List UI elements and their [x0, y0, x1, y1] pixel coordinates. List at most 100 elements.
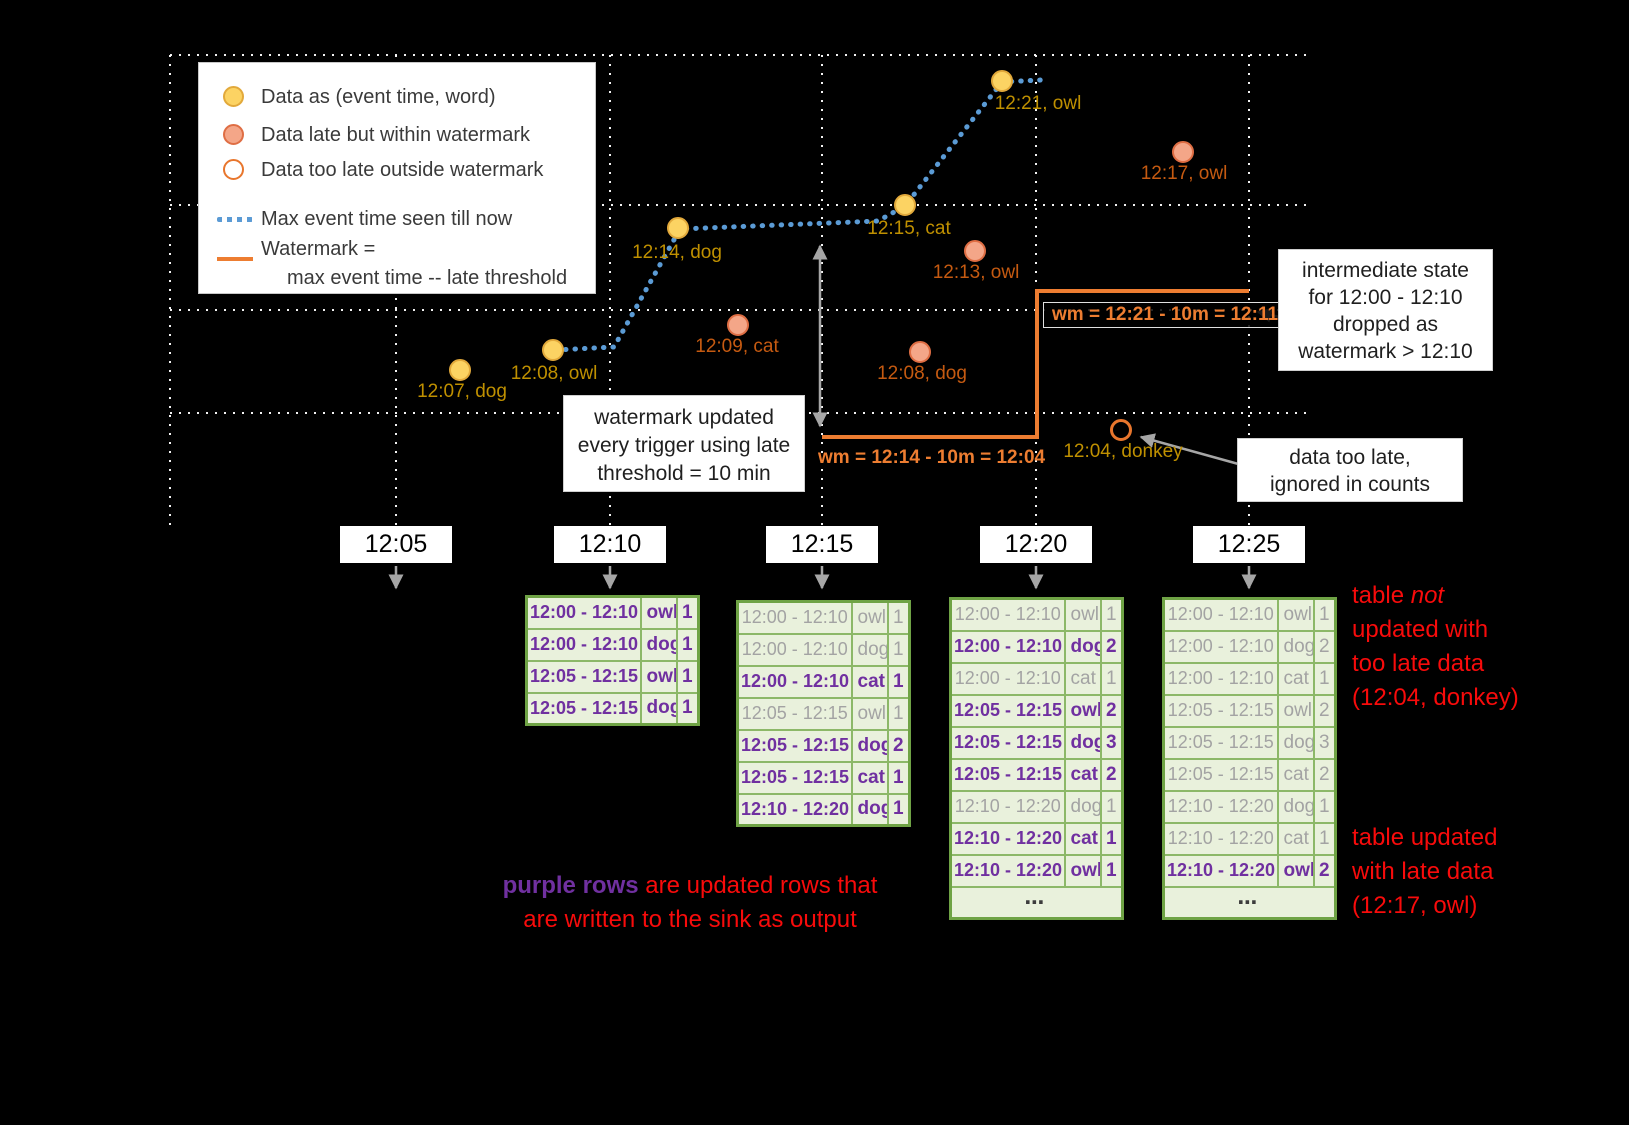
gridline-vertical	[169, 55, 171, 525]
window-cell: 12:10 - 12:20	[1162, 789, 1279, 824]
count-cell: 1	[1312, 661, 1337, 696]
data-point-ontime	[449, 359, 471, 381]
count-cell: 1	[886, 696, 911, 731]
callout-line: watermark > 12:10	[1298, 340, 1473, 363]
window-cell: 12:05 - 12:15	[525, 691, 642, 726]
count-cell: 1	[886, 760, 911, 795]
window-cell: 12:00 - 12:10	[949, 661, 1066, 696]
count-cell: 2	[1099, 629, 1124, 664]
callout-line: threshold = 10 min	[597, 462, 771, 485]
callout-watermark-updated: watermark updated every trigger using la…	[563, 395, 805, 492]
count-cell: 1	[675, 691, 700, 726]
callout-intermediate-state: intermediate state for 12:00 - 12:10 dro…	[1278, 249, 1493, 371]
word-cell: dog	[639, 691, 678, 726]
count-cell: 2	[1312, 629, 1337, 664]
count-cell: 1	[886, 632, 911, 667]
word-cell: owl	[850, 600, 889, 635]
window-cell: 12:00 - 12:10	[1162, 597, 1279, 632]
word-cell: dog	[1063, 629, 1102, 664]
table-row: 12:05 - 12:15dog1	[525, 691, 700, 726]
legend-item-too-late: Data too late outside watermark	[199, 156, 595, 186]
window-cell: 12:10 - 12:20	[1162, 821, 1279, 856]
word-cell: cat	[1276, 757, 1315, 792]
count-cell: 1	[675, 595, 700, 630]
trigger-time-box-1205: 12:05	[340, 526, 452, 563]
table-row: ⋯	[1162, 885, 1337, 920]
word-cell: dog	[1063, 789, 1102, 824]
trigger-time-box-1220: 12:20	[980, 526, 1092, 563]
count-cell: 1	[675, 627, 700, 662]
note-line: too late data	[1352, 650, 1485, 677]
legend-label: Data too late outside watermark	[261, 159, 544, 181]
count-cell: 1	[1312, 789, 1337, 824]
window-cell: 12:05 - 12:15	[1162, 757, 1279, 792]
word-cell: dog	[850, 728, 889, 763]
word-cell: dog	[1063, 725, 1102, 760]
watermark-line-icon	[217, 257, 253, 261]
trigger-time-box-1215: 12:15	[766, 526, 878, 563]
callout-line: every trigger using late	[577, 434, 791, 457]
window-cell: 12:00 - 12:10	[525, 627, 642, 662]
window-cell: 12:05 - 12:15	[736, 696, 853, 731]
gridline-horizontal	[170, 54, 1312, 56]
note-line: with late data	[1352, 858, 1494, 885]
word-cell: dog	[850, 792, 889, 827]
data-point-label: 12:08, owl	[510, 363, 598, 384]
max-event-time-line-icon	[217, 217, 253, 222]
count-cell: 1	[1099, 853, 1124, 888]
count-cell: 1	[886, 600, 911, 635]
legend-label: Watermark =	[261, 238, 376, 260]
count-cell: 1	[1099, 661, 1124, 696]
legend-label: Data late but within watermark	[261, 124, 531, 146]
table-row: ⋯	[949, 885, 1124, 920]
window-cell: 12:05 - 12:15	[525, 659, 642, 694]
window-cell: 12:10 - 12:20	[736, 792, 853, 827]
too-late-dot-icon	[223, 159, 244, 180]
word-cell: dog	[850, 632, 889, 667]
count-cell: 1	[1099, 789, 1124, 824]
legend-item-watermark: Watermark = max event time -- late thres…	[199, 235, 595, 297]
count-cell: 1	[675, 659, 700, 694]
word-cell: cat	[850, 664, 889, 699]
table-row: 12:05 - 12:15dog2	[736, 728, 911, 763]
word-cell: owl	[1276, 597, 1315, 632]
callout-line: watermark updated	[594, 406, 774, 429]
callout-line: ignored in counts	[1270, 473, 1430, 496]
count-cell: 1	[886, 792, 911, 827]
word-cell: owl	[1063, 597, 1102, 632]
window-cell: 12:00 - 12:10	[736, 664, 853, 699]
legend-item-max-event-time: Max event time seen till now	[199, 205, 595, 235]
window-cell: 12:00 - 12:10	[949, 629, 1066, 664]
count-cell: 1	[1312, 821, 1337, 856]
legend-label: Data as (event time, word)	[261, 86, 496, 108]
late-dot-icon	[223, 124, 244, 145]
window-cell: 12:10 - 12:20	[949, 789, 1066, 824]
count-cell: 1	[1312, 597, 1337, 632]
note-line: (12:17, owl)	[1352, 892, 1478, 919]
note-not-updated-too-late: table not updated with too late data (12…	[1352, 579, 1562, 715]
word-cell: owl	[850, 696, 889, 731]
window-cell: 12:00 - 12:10	[736, 600, 853, 635]
window-cell: 12:10 - 12:20	[1162, 853, 1279, 888]
data-point-late	[1172, 141, 1194, 163]
note-line: updated with	[1352, 616, 1489, 643]
watermark-formula-1215: wm = 12:14 - 10m = 12:04	[818, 447, 1046, 468]
legend-label: Max event time seen till now	[261, 208, 513, 230]
legend: Data as (event time, word) Data late but…	[198, 62, 596, 294]
word-cell: owl	[639, 595, 678, 630]
count-cell: 2	[1099, 693, 1124, 728]
note-line: (12:04, donkey)	[1352, 684, 1519, 711]
